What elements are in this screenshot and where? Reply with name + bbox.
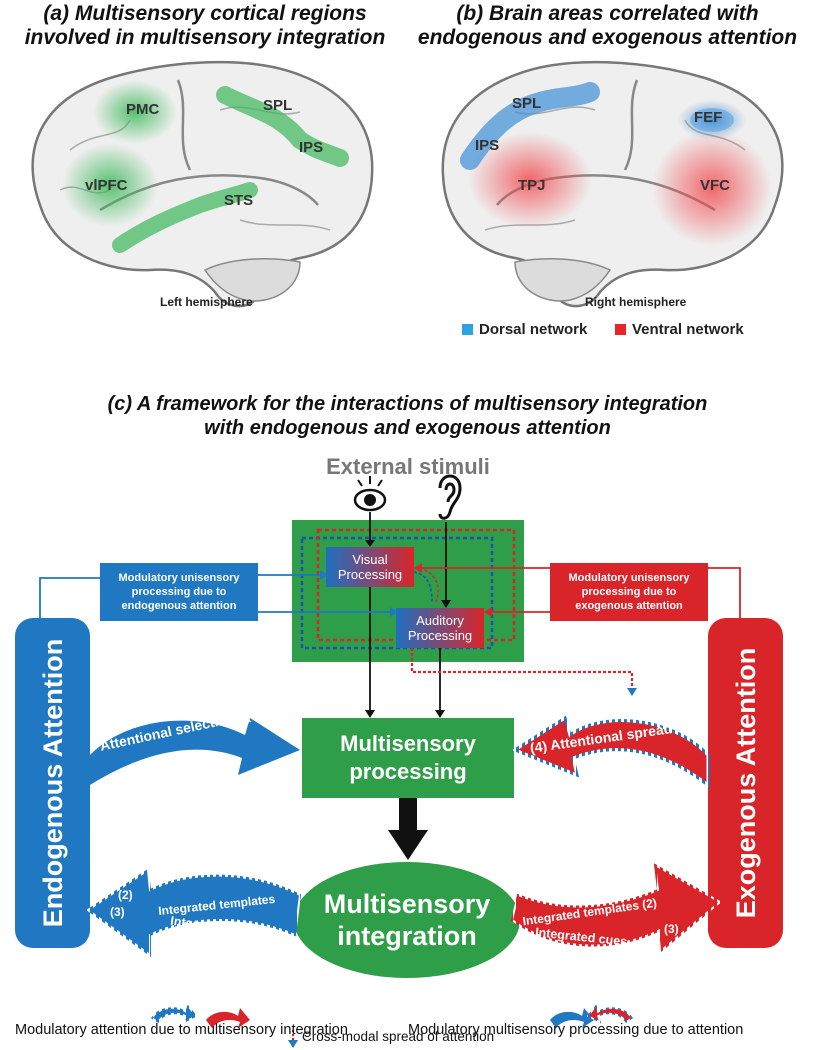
exogenous-pillar — [708, 618, 783, 948]
mod-endo-box — [100, 563, 258, 621]
auditory-line1: Auditory — [416, 613, 464, 628]
mod-exo-line1: Modulatory unisensory — [568, 572, 690, 584]
panel-b-title: (b) Brain areas correlated with endogeno… — [400, 2, 815, 50]
legend-dorsal-label: Dorsal network — [479, 321, 588, 338]
exogenous-attention-label: Exogenous Attention — [730, 647, 761, 919]
visual-line2: Processing — [337, 567, 403, 582]
panel-c-title-line2: with endogenous and exogenous attention — [204, 417, 611, 439]
mod-endo-line2: processing due to — [131, 586, 227, 598]
crossmodal-icon — [288, 1030, 298, 1048]
ms-processing: Multisensory processing — [302, 718, 514, 798]
mod-exo-line3: exogenous attention — [575, 600, 683, 612]
region-spl-left: SPL — [263, 97, 292, 114]
panel-a-title-line2: involved in multisensory integration — [24, 26, 386, 49]
footer-right-caption: Modulatory multisensory processing due t… — [408, 1022, 744, 1038]
legend-dorsal-swatch — [462, 324, 473, 335]
right-num3: (3) — [664, 922, 679, 936]
endogenous-attention-label: Endogenous Attention — [37, 638, 68, 928]
legend-dorsal: Dorsal network — [462, 321, 587, 338]
auditory-processing: Auditory Processing — [396, 608, 484, 648]
right-brain — [441, 60, 784, 308]
left-brain — [31, 60, 374, 308]
left-num3: (3) — [110, 905, 125, 919]
left-integration-arrow[interactable] — [86, 868, 302, 957]
attentional-selectivity-arrow[interactable] — [90, 718, 300, 785]
ear-icon — [438, 474, 462, 520]
visual-processing-box — [326, 547, 414, 587]
visual-processing: Visual Processing — [326, 547, 414, 587]
panel-a-title: (a) Multisensory cortical regions involv… — [0, 2, 410, 50]
endogenous-pillar — [15, 618, 90, 948]
panel-b-title-line2: endogenous and exogenous attention — [417, 26, 798, 49]
ms-processing-box — [302, 718, 514, 798]
footer-crossmodal-caption: Cross-modal spread of attention — [302, 1029, 495, 1044]
ms-integration-ellipse — [294, 862, 520, 978]
region-ips-left: IPS — [299, 139, 323, 156]
external-stimuli-label: External stimuli — [326, 454, 490, 479]
legend-ventral-label: Ventral network — [632, 321, 744, 338]
down-arrow — [388, 830, 428, 860]
region-sts: STS — [224, 192, 253, 209]
region-ips-right: IPS — [475, 137, 499, 154]
ms-processing-line1: Multisensory — [340, 731, 476, 756]
left-hemisphere-label: Left hemisphere — [160, 295, 253, 309]
left-num2: (2) — [118, 888, 133, 902]
ms-integration: Multisensory integration — [294, 870, 520, 970]
modulatory-processing-icons — [550, 1004, 634, 1028]
ms-processing-line2: processing — [349, 759, 467, 784]
mod-exo-line2: processing due to — [581, 586, 677, 598]
panel-b-title-line1: (b) Brain areas correlated with — [456, 2, 759, 25]
brain-figures: PMC SPL IPS vlPFC STS Left hemisphere SP… — [31, 60, 784, 309]
region-tpj: TPJ — [518, 177, 546, 194]
footer-left-caption: Modulatory attention due to multisensory… — [15, 1022, 348, 1038]
region-vfc: VFC — [700, 177, 730, 194]
ms-integration-line1: Multisensory — [323, 889, 491, 919]
visual-line1: Visual — [352, 552, 388, 567]
legend-ventral-swatch — [615, 324, 626, 335]
modulatory-attention-icons — [150, 1004, 250, 1028]
legend-ventral: Ventral network — [615, 321, 744, 338]
eye-icon — [353, 476, 387, 512]
ms-integration-line2: integration — [337, 921, 477, 951]
panel-c-title: (c) A framework for the interactions of … — [0, 392, 815, 440]
right-integration-arrow[interactable] — [510, 863, 722, 952]
mod-endo-text: Modulatory unisensory processing due to … — [100, 563, 258, 621]
panel-c-title-line1: (c) A framework for the interactions of … — [107, 393, 708, 415]
exogenous-dashed-frame — [316, 528, 516, 642]
mod-exo-text: Modulatory unisensory processing due to … — [550, 563, 708, 621]
right-hemisphere-label: Right hemisphere — [585, 295, 687, 309]
panel-a-title-line1: (a) Multisensory cortical regions — [43, 2, 367, 25]
auditory-processing-box — [396, 608, 484, 648]
mod-exo-box — [550, 563, 708, 621]
mod-endo-line1: Modulatory unisensory — [118, 572, 240, 584]
region-pmc: PMC — [126, 101, 160, 118]
mod-endo-line3: endogenous attention — [121, 600, 237, 612]
region-fef: FEF — [694, 109, 722, 126]
attentional-spread-arrow[interactable] — [511, 715, 710, 789]
region-spl-right: SPL — [512, 95, 541, 112]
framework-diagram — [15, 474, 783, 1048]
auditory-line2: Processing — [407, 628, 473, 643]
region-vlpfc: vlPFC — [85, 177, 128, 194]
